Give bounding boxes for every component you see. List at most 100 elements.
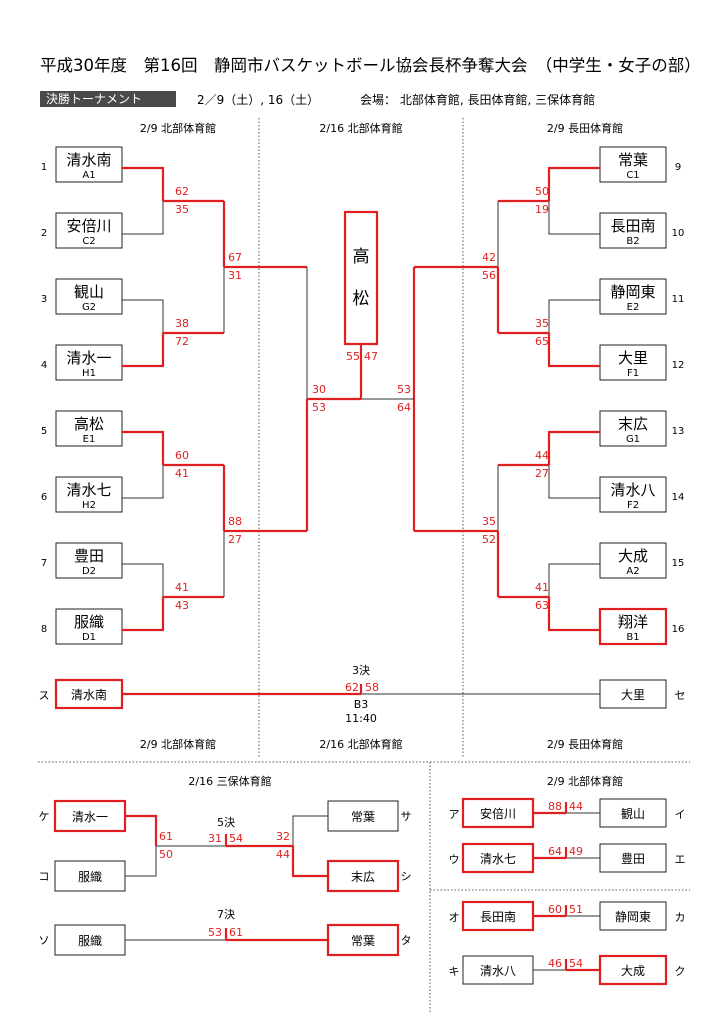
team-box — [598, 954, 668, 986]
score: 19 — [535, 203, 549, 216]
team-name: 翔洋 — [618, 613, 648, 631]
team-name: 豊田 — [74, 547, 104, 565]
score: 55 — [346, 350, 360, 363]
team-mark: ウ — [449, 853, 460, 866]
bracket-line — [548, 201, 600, 235]
bracket-line — [548, 299, 600, 333]
team-mark: サ — [401, 810, 412, 823]
score: 41 — [535, 581, 549, 594]
team-seed-code: F1 — [627, 368, 639, 379]
team-name: 清水七 — [480, 852, 516, 866]
match-title: 5決 — [217, 816, 235, 829]
bracket-line — [122, 430, 165, 465]
score: 53 — [208, 926, 222, 939]
score: 67 — [228, 251, 242, 264]
team-number: 14 — [672, 492, 685, 503]
score: 61 — [159, 830, 173, 843]
team-name: 長田南 — [480, 909, 516, 924]
team-name: 清水南 — [66, 151, 111, 169]
team-name: 服織 — [78, 870, 102, 884]
team-name: 大里 — [618, 349, 648, 367]
team-name: 大成 — [621, 964, 645, 978]
score: 50 — [535, 185, 549, 198]
team-box — [55, 344, 123, 381]
team-box — [54, 924, 126, 956]
bracket-line — [122, 201, 164, 235]
bracket-line — [547, 597, 600, 632]
team-box — [461, 797, 535, 829]
score: 27 — [535, 467, 549, 480]
score: 65 — [535, 335, 549, 348]
bracket-line — [122, 166, 165, 201]
team-box — [326, 859, 400, 893]
section-tag: 決勝トーナメント — [40, 91, 176, 107]
bracket-line — [548, 465, 600, 499]
team-name: 常葉 — [618, 151, 648, 169]
team-name: 服織 — [74, 613, 104, 631]
score: 58 — [365, 681, 379, 694]
team-box — [53, 799, 127, 833]
champion-name: 高 — [353, 247, 370, 267]
score: 51 — [569, 903, 583, 916]
team-number: 2 — [41, 228, 47, 239]
footer-header-left: 2/9 北部体育館 — [140, 737, 216, 751]
score: 61 — [229, 926, 243, 939]
score: 50 — [159, 848, 173, 861]
score: 32 — [276, 830, 290, 843]
team-box — [599, 476, 667, 513]
bracket-line — [122, 465, 164, 499]
team-box — [54, 678, 124, 710]
team-seed-code: D1 — [82, 632, 96, 643]
team-box — [55, 542, 123, 579]
column-header-left: 2/9 北部体育館 — [140, 121, 216, 135]
team-box — [599, 679, 667, 709]
team-mark: イ — [675, 808, 686, 821]
team-box — [55, 212, 123, 249]
score: 49 — [569, 845, 583, 858]
team-seed-code: E1 — [83, 434, 96, 445]
score: 60 — [175, 449, 189, 462]
team-name: 観山 — [621, 807, 645, 821]
team-name: 安倍川 — [480, 806, 516, 821]
team-name: 清水一 — [66, 349, 111, 367]
team-mark: セ — [675, 689, 686, 702]
team-mark: キ — [449, 965, 460, 978]
score: 35 — [482, 515, 496, 528]
bracket-line — [547, 430, 600, 465]
team-seed-code: G1 — [626, 434, 640, 445]
bracket-line — [292, 815, 328, 846]
score: 44 — [276, 848, 290, 861]
score: 88 — [548, 800, 562, 813]
team-mark: ア — [449, 808, 460, 821]
score: 27 — [228, 533, 242, 546]
team-number: 8 — [41, 624, 47, 635]
team-name: 末広 — [618, 415, 648, 433]
column-header-center: 2/16 北部体育館 — [319, 121, 402, 135]
team-seed-code: B2 — [626, 236, 639, 247]
score: 43 — [175, 599, 189, 612]
team-box — [55, 146, 123, 183]
bracket-line — [125, 814, 158, 846]
team-seed-code: D2 — [82, 566, 96, 577]
team-seed-code: E2 — [627, 302, 640, 313]
champion-box — [343, 210, 379, 346]
bracket-line — [548, 563, 600, 597]
team-name: 静岡東 — [615, 910, 651, 924]
team-box — [54, 860, 126, 892]
bracket-line — [122, 333, 165, 368]
team-name: 大成 — [618, 547, 648, 565]
bracket-line — [125, 846, 157, 877]
team-name: 豊田 — [621, 852, 645, 866]
team-name: 服織 — [78, 934, 102, 948]
team-number: 6 — [41, 492, 47, 503]
score: 64 — [397, 401, 411, 414]
team-box — [55, 278, 123, 315]
team-name: 常葉 — [351, 934, 375, 948]
bracket-line — [547, 333, 600, 368]
team-mark: シ — [401, 870, 412, 883]
team-seed-code: H2 — [82, 500, 96, 511]
bracket-line — [122, 563, 164, 597]
column-header-right: 2/9 長田体育館 — [547, 121, 623, 135]
score: 53 — [312, 401, 326, 414]
